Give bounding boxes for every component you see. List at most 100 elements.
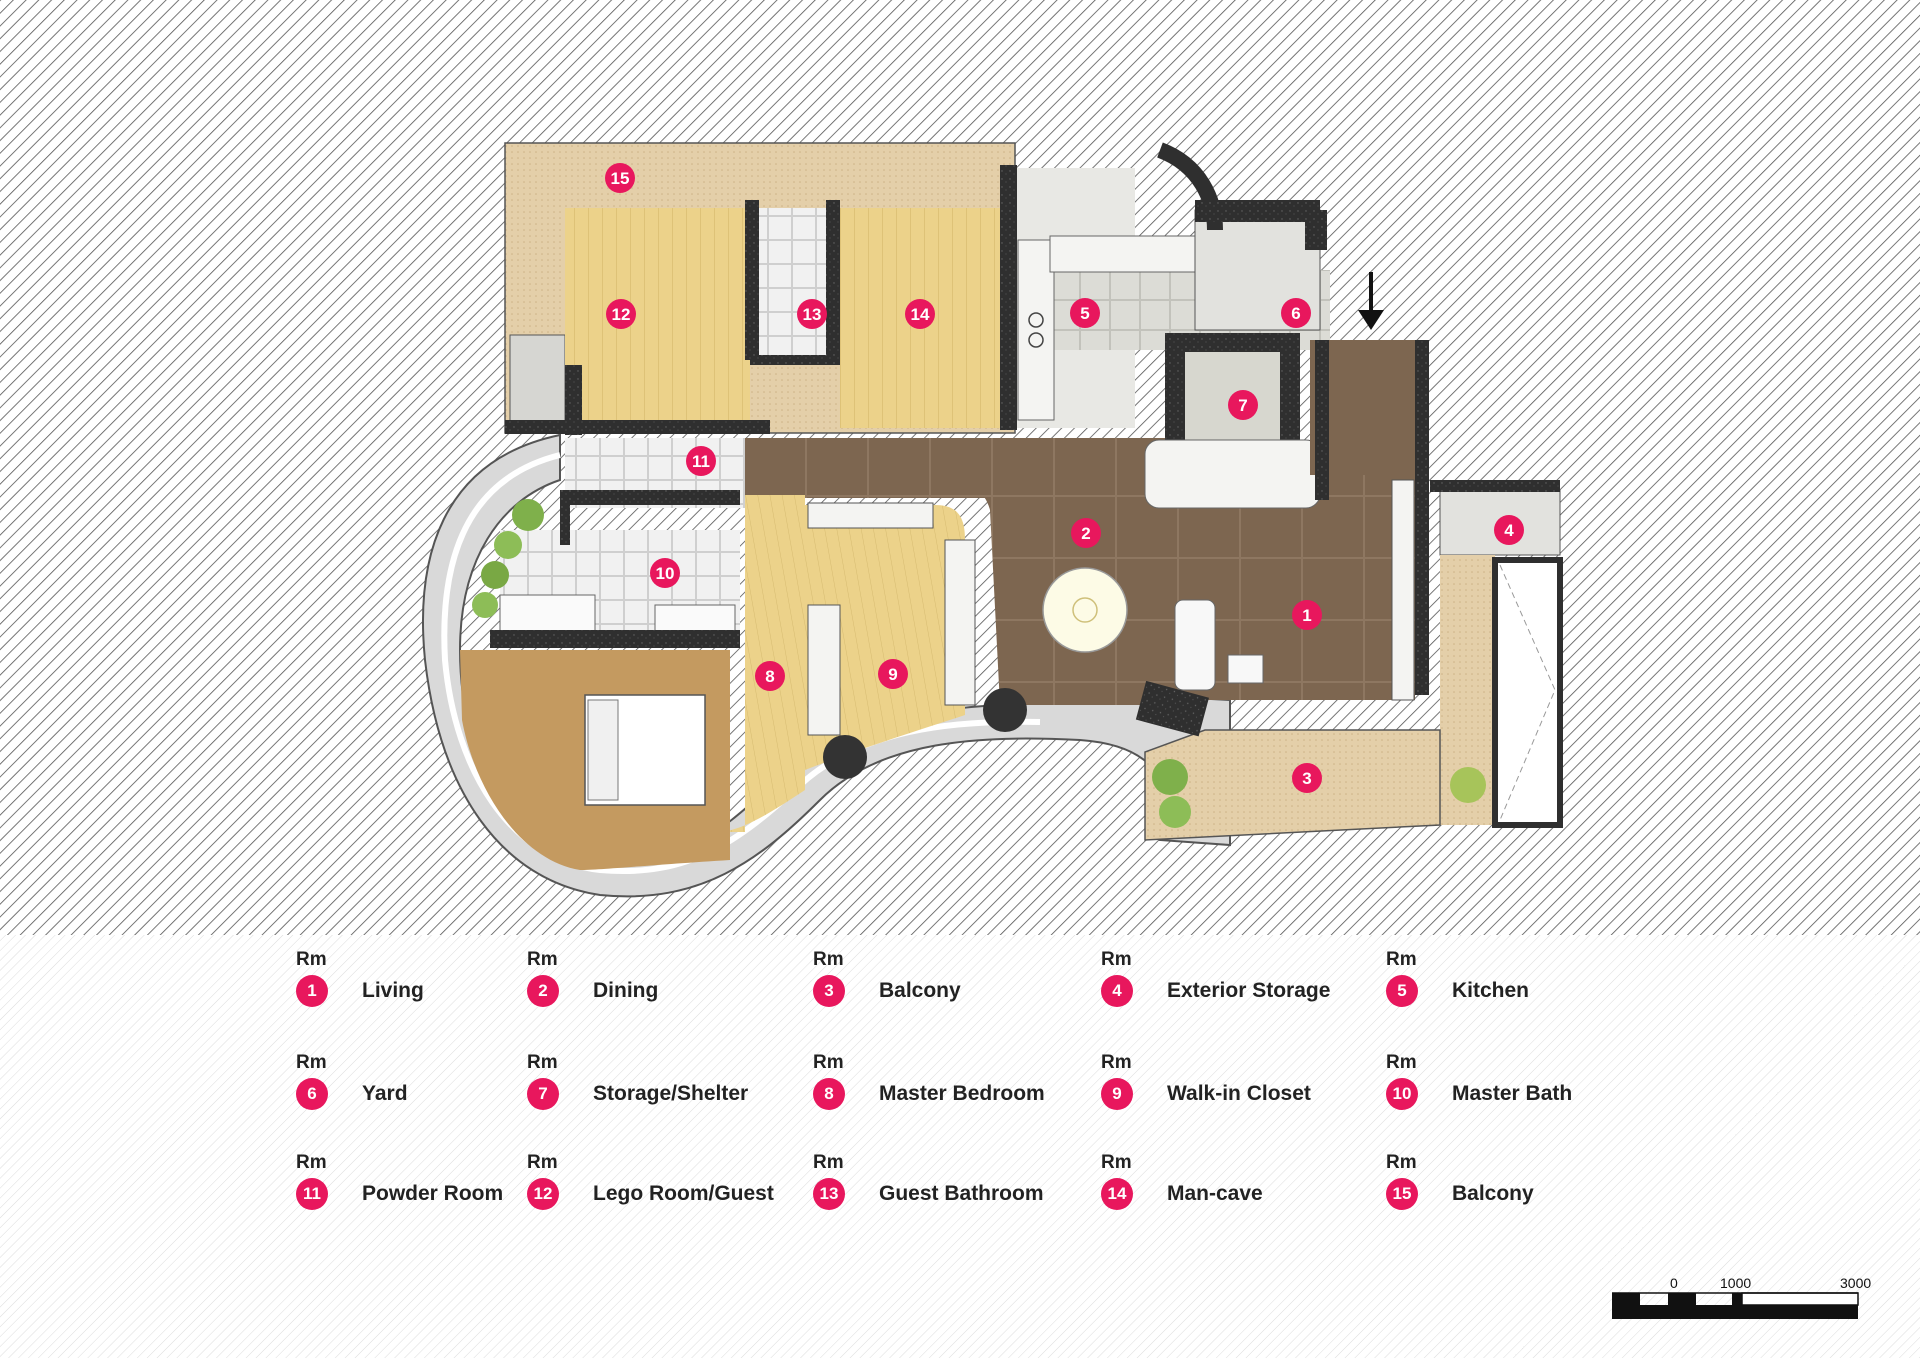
- room-marker-number: 10: [656, 564, 675, 583]
- room-marker-12: 12: [606, 299, 636, 329]
- room-marker-circle: [605, 163, 635, 193]
- legend-room-name: Man-cave: [1167, 1182, 1263, 1205]
- scale-label-0: 0: [1670, 1275, 1678, 1291]
- legend-rm-prefix: Rm: [813, 1152, 844, 1173]
- room-marker-circle: [755, 661, 785, 691]
- tv-console: [1391, 479, 1415, 701]
- legend-number-badge: 12: [527, 1178, 559, 1210]
- legend-number-badge: 7: [527, 1078, 559, 1110]
- column-circle: [983, 688, 1027, 732]
- room-marker-1: 1: [1292, 600, 1322, 630]
- room-marker-14: 14: [905, 299, 935, 329]
- room-marker-number: 8: [765, 667, 774, 686]
- legend-room-name: Balcony: [1452, 1182, 1534, 1205]
- room-marker-circle: [1070, 298, 1100, 328]
- living-ottoman: [1227, 654, 1264, 684]
- kitchen-top-counter: [1049, 235, 1196, 273]
- room-marker-circle: [1292, 600, 1322, 630]
- planter-greens: [472, 499, 1486, 828]
- room-marker-number: 4: [1504, 521, 1514, 540]
- legend-room-name: Dining: [593, 979, 659, 1002]
- legend-item-7: Rm 7 Storage/Shelter: [527, 1052, 787, 1122]
- room-marker-13: 13: [797, 299, 827, 329]
- room-marker-6: 6: [1281, 298, 1311, 328]
- legend-rm-prefix: Rm: [527, 1052, 558, 1073]
- room-marker-circle: [1292, 763, 1322, 793]
- room-marker-8: 8: [755, 661, 785, 691]
- master-bed-pillows: [587, 699, 619, 801]
- legend-room-name: Master Bedroom: [879, 1082, 1045, 1105]
- legend-number-badge: 3: [813, 975, 845, 1007]
- legend-room-name: Lego Room/Guest: [593, 1182, 774, 1205]
- shelter-counter: [1144, 439, 1321, 509]
- room-marker-circle: [650, 558, 680, 588]
- room-4-shaft: [1492, 557, 1563, 828]
- room-marker-15: 15: [605, 163, 635, 193]
- legend-rm-prefix: Rm: [296, 1052, 327, 1073]
- room-marker-number: 11: [692, 452, 710, 471]
- shaft-diagonal: [1499, 564, 1556, 821]
- stove-burner-icon: [1028, 332, 1044, 348]
- legend-number-badge: 6: [296, 1078, 328, 1110]
- dining-corridor: [745, 438, 1165, 498]
- legend-number-badge: 14: [1101, 1178, 1133, 1210]
- dining-table: [1042, 567, 1128, 653]
- room-marker-number: 7: [1238, 396, 1247, 415]
- closet-rack-top: [807, 502, 934, 529]
- legend-background: [0, 935, 1920, 1358]
- scale-label-1000: 1000: [1720, 1275, 1751, 1291]
- legend-rm-prefix: Rm: [1386, 949, 1417, 970]
- room-marker-9: 9: [878, 659, 908, 689]
- legend-rm-prefix: Rm: [296, 1152, 327, 1173]
- room-marker-circle: [878, 659, 908, 689]
- legend-number-badge: 10: [1386, 1078, 1418, 1110]
- kitchen-counter: [1017, 239, 1055, 421]
- legend-number-badge: 5: [1386, 975, 1418, 1007]
- room-13-floor: [750, 208, 840, 363]
- legend-item-6: Rm 6 Yard: [296, 1052, 556, 1122]
- room-marker-2: 2: [1071, 518, 1101, 548]
- room-marker-number: 3: [1302, 769, 1311, 788]
- room-marker-circle: [797, 299, 827, 329]
- room-9-floor: [805, 505, 965, 770]
- legend-number-badge: 13: [813, 1178, 845, 1210]
- legend-item-5: Rm 5 Kitchen: [1386, 949, 1646, 1019]
- column-circle: [823, 735, 867, 779]
- entrance-arrow-icon: [1358, 272, 1384, 330]
- scale-bar: 0 1000 3000: [1612, 1275, 1871, 1319]
- legend-rm-prefix: Rm: [813, 1052, 844, 1073]
- room-marker-number: 12: [612, 305, 631, 324]
- room-marker-number: 15: [611, 169, 630, 188]
- room-marker-circle: [1071, 518, 1101, 548]
- room-marker-number: 1: [1302, 606, 1311, 625]
- legend-room-name: Living: [362, 979, 424, 1002]
- room-marker-circle: [1494, 515, 1524, 545]
- room-marker-circle: [905, 299, 935, 329]
- legend-room-name: Yard: [362, 1082, 408, 1105]
- legend-room-name: Storage/Shelter: [593, 1082, 749, 1105]
- room-marker-circle: [686, 446, 716, 476]
- room-marker-number: 9: [888, 665, 897, 684]
- legend-rm-prefix: Rm: [296, 949, 327, 970]
- legend-room-name: Walk-in Closet: [1167, 1082, 1311, 1105]
- legend-rm-prefix: Rm: [1386, 1152, 1417, 1173]
- dining-table-center: [1072, 597, 1098, 623]
- room-marker-number: 14: [911, 305, 930, 324]
- legend-room-name: Kitchen: [1452, 979, 1530, 1002]
- scale-label-3000: 3000: [1840, 1275, 1871, 1291]
- room-marker-circle: [1228, 390, 1258, 420]
- legend-number-badge: 9: [1101, 1078, 1133, 1110]
- room-marker-circle: [606, 299, 636, 329]
- legend-rm-prefix: Rm: [527, 949, 558, 970]
- room-marker-number: 2: [1081, 524, 1090, 543]
